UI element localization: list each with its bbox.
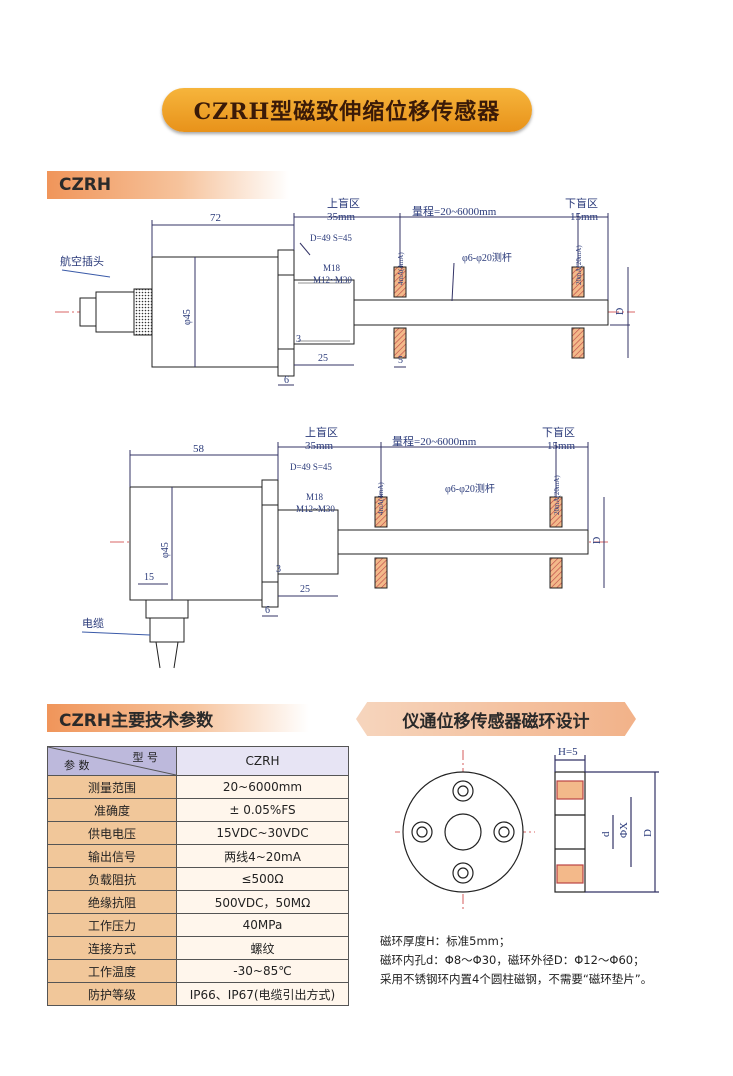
magnet-notes: 磁环厚度H：标准5mm； 磁环内孔d：Φ8～Φ30，磁环外径D：Φ12～Φ60；… xyxy=(380,932,652,989)
upper-blind-label-2: 上盲区 xyxy=(305,425,338,439)
table-row: 负载阻抗≤500Ω xyxy=(47,867,349,891)
row-key: 工作压力 xyxy=(47,913,177,937)
row-value: 15VDC~30VDC xyxy=(176,821,349,845)
row-key: 准确度 xyxy=(47,798,177,822)
row-key: 绝缘抗阻 xyxy=(47,890,177,914)
row-key: 输出信号 xyxy=(47,844,177,868)
row-key: 供电电压 xyxy=(47,821,177,845)
dim-3: 3 xyxy=(296,334,301,345)
rod-label-2: φ6-φ20测杆 xyxy=(445,482,495,495)
page-title: CZRH型磁致伸缩位移传感器 xyxy=(162,88,532,132)
table-row: 准确度± 0.05%FS xyxy=(47,798,349,822)
header-model-label: 型 号 xyxy=(132,751,159,764)
row-value: ± 0.05%FS xyxy=(176,798,349,822)
magnet-note-2: 磁环内孔d：Φ8～Φ30，磁环外径D：Φ12～Φ60； xyxy=(380,953,645,967)
row-value: 500VDC，50MΩ xyxy=(176,890,349,914)
row-value: 20~6000mm xyxy=(176,775,349,799)
section-specs-header: CZRH主要技术参数 xyxy=(47,704,309,732)
ma4-label: 4mA(4mA) xyxy=(397,252,405,285)
dim-15: 15 xyxy=(144,572,154,583)
row-key: 连接方式 xyxy=(47,936,177,960)
thread-range-2: M12~M30 xyxy=(296,504,335,514)
dia-label: φ45 xyxy=(182,309,193,325)
magnet-note-3: 采用不锈钢环内置4个圆柱磁钢，不需要“磁环垫片”。 xyxy=(380,972,653,986)
row-value: 40MPa xyxy=(176,913,349,937)
table-row: 工作温度-30~85℃ xyxy=(47,959,349,983)
ma20-label-2: 20mA(20mA) xyxy=(553,475,561,515)
spec-header-key: 型 号 参 数 xyxy=(47,746,177,776)
row-key: 负载阻抗 xyxy=(47,867,177,891)
row-key: 工作温度 xyxy=(47,959,177,983)
drawing-cable-version: 58 上盲区 35mm 量程=20~6000mm 下盲区 15mm 电缆 D=4… xyxy=(81,425,610,669)
thread-range: M12~M30 xyxy=(313,275,352,285)
range-label: 量程=20~6000mm xyxy=(412,205,497,218)
range-label-2: 量程=20~6000mm xyxy=(392,435,477,448)
row-key: 防护等级 xyxy=(47,982,177,1006)
row-value: ≤500Ω xyxy=(176,867,349,891)
section-czrh-label: CZRH xyxy=(59,175,112,195)
hex-spec-2: D=49 S=45 xyxy=(290,462,332,472)
row-value: IP66、IP67(电缆引出方式) xyxy=(176,982,349,1006)
header-model-value: CZRH xyxy=(176,746,349,776)
row-key: 测量范围 xyxy=(47,775,177,799)
dim-D-2: D xyxy=(592,537,603,544)
dim-6-2: 6 xyxy=(265,605,270,616)
spec-header-row: 型 号 参 数 CZRH xyxy=(47,746,349,776)
connector-label: 航空插头 xyxy=(60,254,104,268)
section-czrh-header: CZRH xyxy=(47,171,289,199)
upper-blind-value: 35mm xyxy=(327,211,356,223)
magnet-D-label: D xyxy=(642,829,654,837)
table-row: 连接方式螺纹 xyxy=(47,936,349,960)
ma20-label: 20mA(20mA) xyxy=(575,245,583,285)
hex-spec: D=49 S=45 xyxy=(310,233,352,243)
table-row: 输出信号两线4~20mA xyxy=(47,844,349,868)
dim-6: 6 xyxy=(284,375,289,386)
thread-m18: M18 xyxy=(323,263,341,273)
lower-blind-label-2: 下盲区 xyxy=(542,425,575,439)
thread-m18-2: M18 xyxy=(306,492,324,502)
dim-25: 25 xyxy=(318,353,328,364)
dia-label-2: φ45 xyxy=(160,542,171,558)
row-value: 两线4~20mA xyxy=(176,844,349,868)
header-diagonal xyxy=(48,747,176,775)
upper-blind-label: 上盲区 xyxy=(327,196,360,210)
row-value: -30~85℃ xyxy=(176,959,349,983)
dim-25-2: 25 xyxy=(300,584,310,595)
section-specs-label: CZRH主要技术参数 xyxy=(59,710,214,731)
lower-blind-value: 15mm xyxy=(570,211,599,223)
magnet-section-title: 仪通位移传感器磁环设计 xyxy=(356,702,636,736)
dim-58: 58 xyxy=(193,443,205,455)
dim-D: D xyxy=(615,308,626,315)
magnet-h-label: H=5 xyxy=(558,746,578,758)
drawing-connector-version: 72 上盲区 35mm 量程=20~6000mm 下盲区 15mm 航空插头 D… xyxy=(55,196,635,386)
magnet-phix-label: ΦX xyxy=(618,822,630,838)
row-value: 螺纹 xyxy=(176,936,349,960)
magnet-d-label: d xyxy=(600,831,612,837)
lower-blind-value-2: 15mm xyxy=(547,440,576,452)
lower-blind-label: 下盲区 xyxy=(565,196,598,210)
rod-label: φ6-φ20测杆 xyxy=(462,251,512,264)
dim-3-2: 3 xyxy=(276,564,281,575)
dim-5: 5 xyxy=(398,355,403,366)
header-param-label: 参 数 xyxy=(64,759,90,772)
magnet-note-1: 磁环厚度H：标准5mm； xyxy=(380,934,511,948)
ma4-label-2: 4mA(4mA) xyxy=(377,482,385,515)
dim-72: 72 xyxy=(210,212,221,224)
magnet-ring-drawing: H=5 d ΦX D xyxy=(395,746,659,910)
cable-label: 电缆 xyxy=(82,617,104,630)
upper-blind-value-2: 35mm xyxy=(305,440,334,452)
